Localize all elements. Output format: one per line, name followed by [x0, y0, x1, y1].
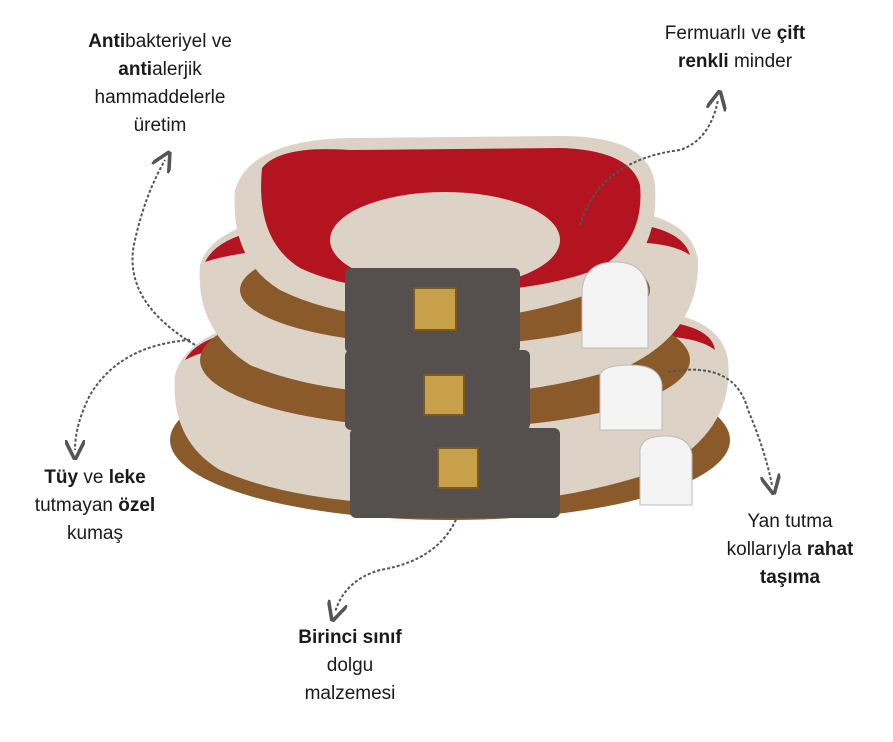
callout-text: Tüy	[44, 467, 79, 488]
callout-text: renkli	[677, 51, 729, 72]
callout-text: üretim	[133, 115, 187, 136]
pet-bed-small	[234, 136, 656, 345]
callout-fabric: Tüy ve leke tutmayan özel kumaş	[10, 464, 180, 548]
callout-text: kumaş	[67, 523, 123, 544]
arrow-zipper	[579, 100, 718, 226]
arrow-antibacterial	[131, 160, 196, 346]
arrow-fabric	[75, 339, 191, 450]
brand-logo	[413, 287, 479, 489]
arrow-filling	[335, 514, 459, 612]
callout-text: bakteriyel ve	[125, 31, 232, 52]
callout-text: taşıma	[759, 567, 821, 588]
callout-antibacterial: Antibakteriyel ve antialerjik hammaddele…	[70, 28, 250, 140]
callout-handles: Yan tutma kollarıyla rahat taşıma	[700, 508, 880, 592]
callout-text: tutmayan	[34, 495, 119, 516]
callout-text: hammaddelerle	[94, 87, 226, 108]
callout-filling: Birinci sınıf dolgu malzemesi	[280, 624, 420, 708]
callout-text: ve	[78, 467, 109, 488]
callout-text: rahat	[806, 539, 854, 560]
callout-text: özel	[118, 495, 156, 516]
callout-text: Birinci sınıf	[298, 627, 402, 648]
callout-text: leke	[108, 467, 146, 488]
callout-text: Yan tutma	[747, 511, 833, 532]
callout-text: anti	[118, 59, 153, 80]
callout-text: alerjik	[152, 59, 202, 80]
callout-text: Anti	[88, 31, 126, 52]
callout-text: minder	[728, 51, 793, 72]
callout-text: Fermuarlı ve	[664, 23, 777, 44]
arrow-handles	[667, 368, 772, 485]
callout-text: çift	[776, 23, 806, 44]
callout-text: kollarıyla	[726, 539, 807, 560]
callout-zipper: Fermuarlı ve çift renkli minder	[640, 20, 830, 76]
hang-tag	[581, 261, 693, 506]
callout-text: malzemesi	[304, 683, 396, 704]
callout-text: dolgu	[326, 655, 374, 676]
